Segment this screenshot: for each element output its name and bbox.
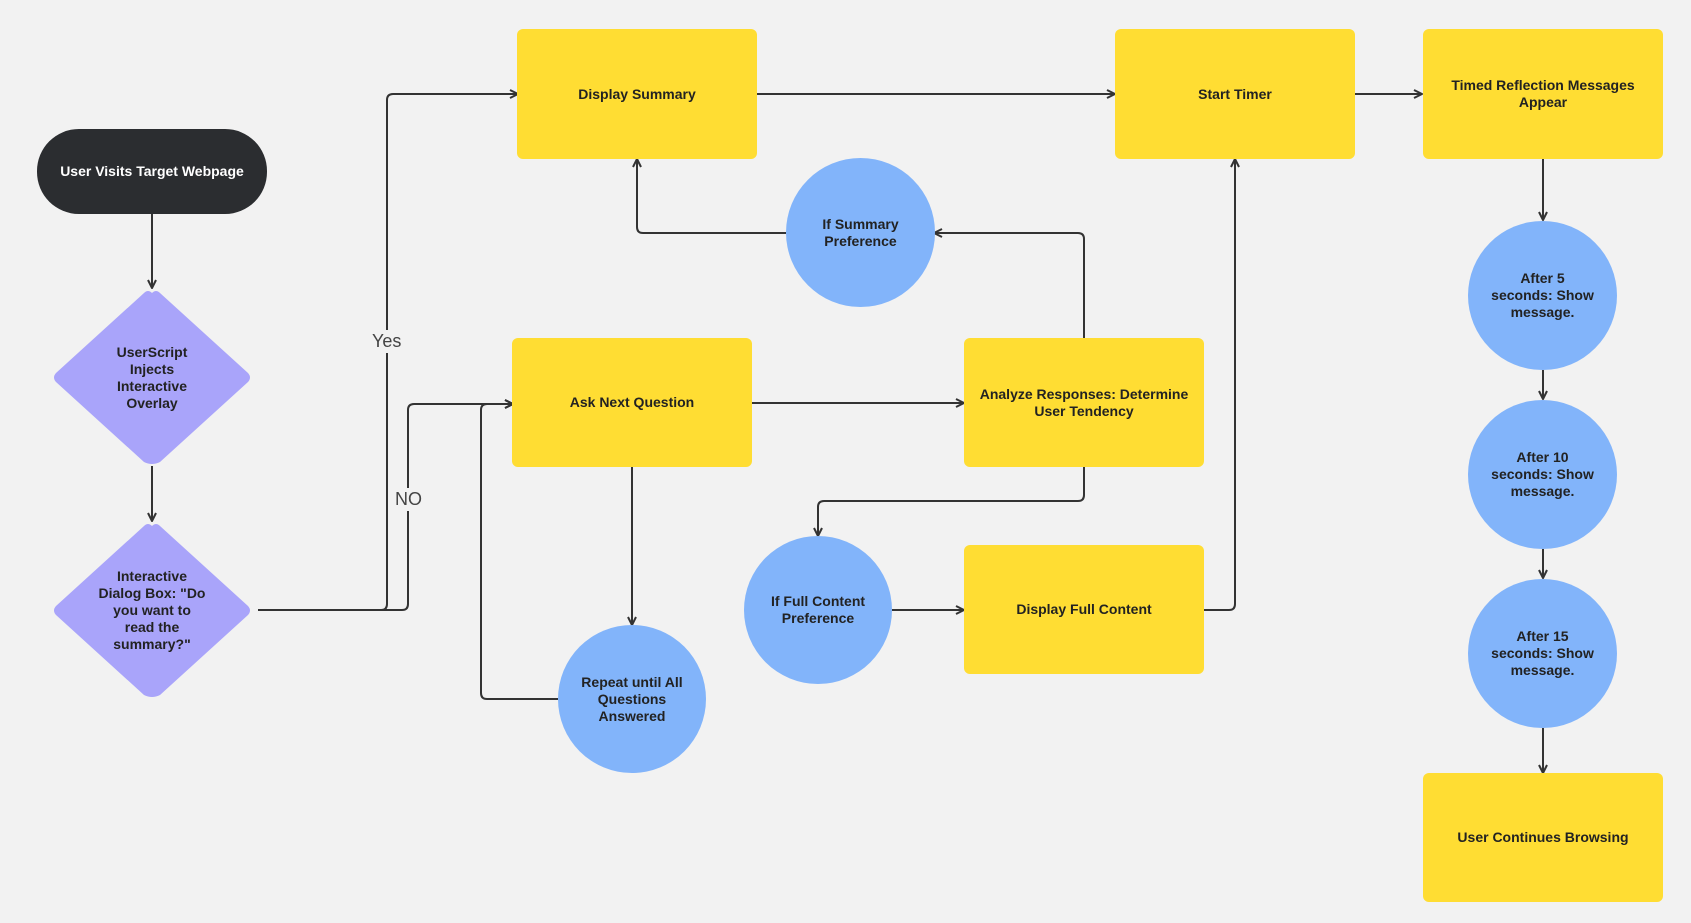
node-dialog-label: Interactive Dialog Box: "Do you want to … (98, 568, 206, 652)
diamond-shape (54, 524, 250, 697)
node-inject-label: UserScript Injects Interactive Overlay (116, 343, 188, 411)
edge-repeat-to-question (480, 399, 558, 700)
node-after15-label: After 15 seconds: Show message. (1491, 628, 1594, 678)
node-dialog[interactable]: Interactive Dialog Box: "Do you want to … (52, 522, 252, 699)
edge-label-yes: Yes (370, 330, 404, 353)
node-ask-question[interactable]: Ask Next Question (512, 338, 752, 467)
node-after10-label: After 10 seconds: Show message. (1491, 449, 1594, 499)
node-repeat-label: Repeat until All Questions Answered (581, 673, 683, 724)
edge-display-full-to-start-timer (1204, 158, 1240, 611)
node-start-timer-label: Start Timer (1198, 85, 1272, 102)
node-analyze[interactable]: Analyze Responses: Determine User Tenden… (964, 338, 1204, 467)
node-if-full-label: If Full Content Preference (770, 593, 866, 626)
node-repeat[interactable]: Repeat until All Questions Answered (558, 625, 706, 773)
edge-dialog-no-to-question (258, 399, 514, 611)
node-start[interactable]: User Visits Target Webpage (37, 129, 267, 214)
node-analyze-label: Analyze Responses: Determine User Tenden… (979, 385, 1189, 419)
node-inject[interactable]: UserScript Injects Interactive Overlay (52, 289, 252, 466)
node-after5-label: After 5 seconds: Show message. (1491, 270, 1594, 320)
node-display-summary-label: Display Summary (578, 85, 696, 102)
node-if-full[interactable]: If Full Content Preference (744, 536, 892, 684)
node-after15[interactable]: After 15 seconds: Show message. (1468, 579, 1617, 728)
node-display-full-label: Display Full Content (1016, 601, 1152, 617)
node-display-summary[interactable]: Display Summary (517, 29, 757, 159)
diamond-shape (54, 291, 250, 464)
edge-analyze-to-if-summary (933, 228, 1085, 338)
edge-label-no: NO (393, 488, 424, 511)
node-ask-question-label: Ask Next Question (569, 394, 695, 410)
node-start-label: User Visits Target Webpage (60, 163, 244, 179)
node-continue[interactable]: User Continues Browsing (1423, 773, 1663, 902)
edge-analyze-to-if-full (813, 467, 1085, 537)
node-timed-messages-label: Timed Reflection Messages Appear (1451, 77, 1635, 110)
node-if-summary[interactable]: If Summary Preference (786, 158, 935, 307)
node-display-full[interactable]: Display Full Content (964, 545, 1204, 674)
node-after10[interactable]: After 10 seconds: Show message. (1468, 400, 1617, 549)
node-if-summary-label: If Summary Preference (822, 215, 899, 249)
node-continue-label: User Continues Browsing (1457, 829, 1629, 845)
node-after5[interactable]: After 5 seconds: Show message. (1468, 221, 1617, 370)
node-timed-messages[interactable]: Timed Reflection Messages Appear (1423, 29, 1663, 159)
node-start-timer[interactable]: Start Timer (1115, 29, 1355, 159)
edge-if-summary-to-display-summary (632, 158, 786, 234)
